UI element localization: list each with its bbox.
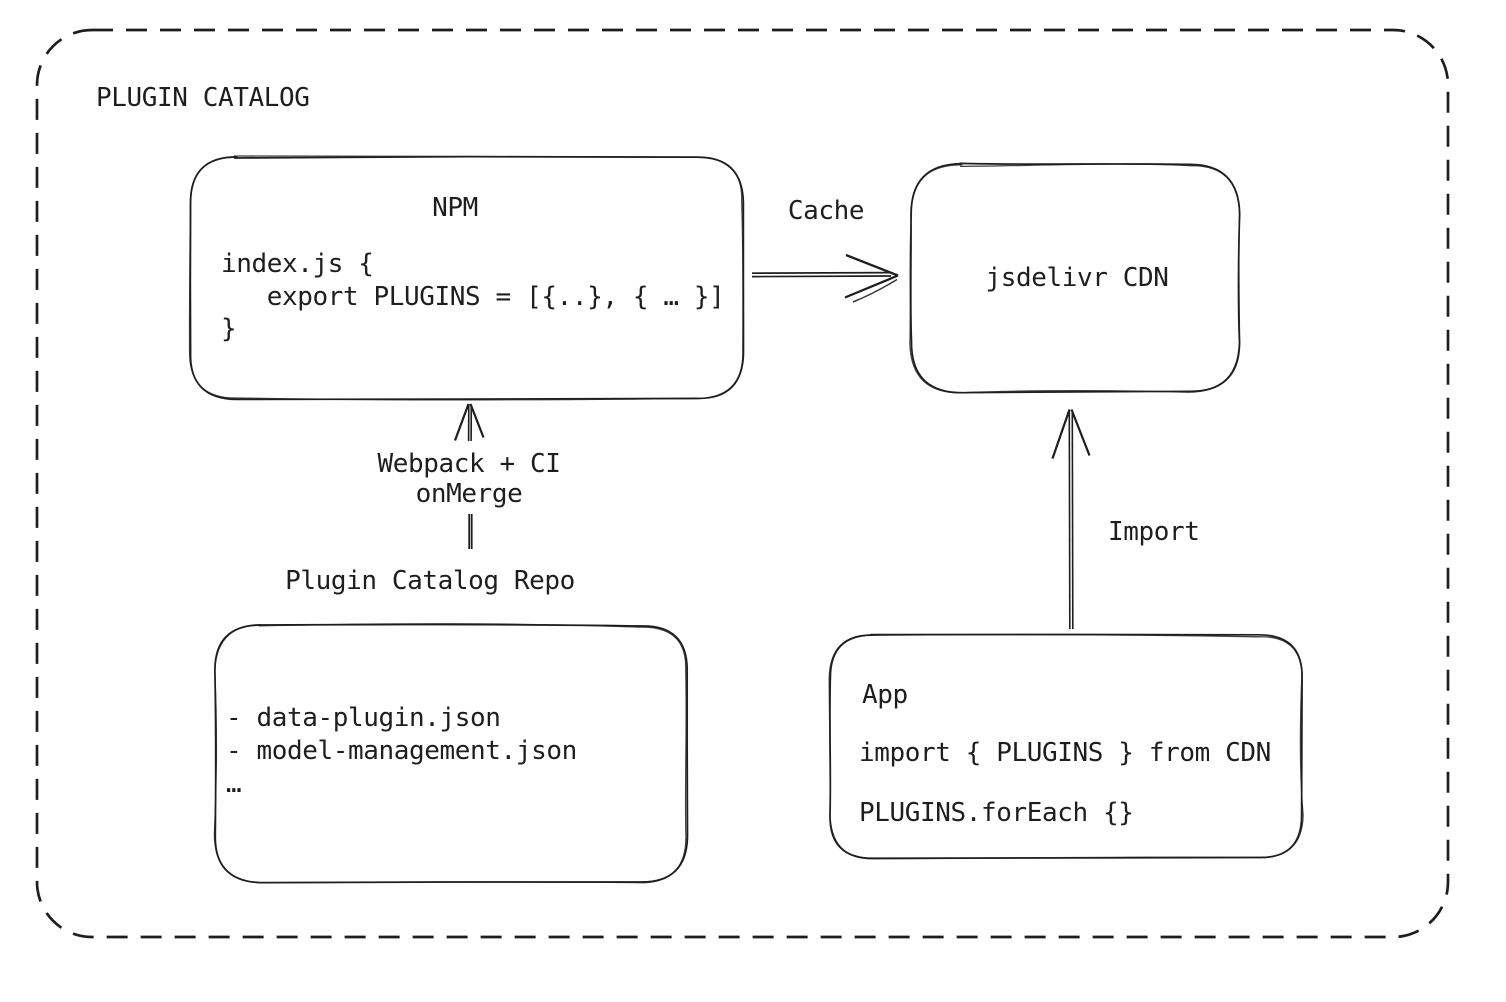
app-node-code-import: import { PLUGINS } from CDN [859, 738, 1271, 768]
app-box-shape [829, 634, 1303, 858]
import-edge-label: Import [1108, 517, 1200, 547]
cdn-node-label: jsdelivr CDN [985, 263, 1169, 293]
npm-box-shape [190, 156, 744, 400]
cache-arrow [752, 255, 898, 302]
repo-box-shape-outline [215, 624, 688, 882]
import-arrow-stem [1072, 411, 1073, 629]
app-node-code-foreach: PLUGINS.forEach {} [859, 798, 1134, 828]
cdn-box-shape [910, 163, 1240, 393]
webpack-arrowhead-icon [455, 404, 469, 441]
cache-arrow-line [752, 273, 891, 274]
webpack-arrowhead-icon [471, 404, 484, 438]
cache-arrowhead-icon [853, 280, 897, 303]
cache-arrowhead-icon [846, 255, 898, 276]
import-arrowhead-icon [1072, 410, 1090, 456]
repo-node-files: - data-plugin.json - model-management.js… [226, 703, 577, 799]
diagram-title: PLUGIN CATALOG [96, 83, 310, 113]
webpack-arrow [455, 404, 484, 549]
dashed-boundary-shape [35, 28, 1450, 939]
repo-box-shape-outline [214, 624, 686, 883]
repo-box-shape [214, 624, 687, 883]
import-arrow [1053, 410, 1090, 630]
repo-node-label: Plugin Catalog Repo [285, 566, 575, 596]
webpack-edge-label: Webpack + CI onMerge [377, 449, 561, 509]
cache-arrow-line [752, 276, 891, 277]
app-box-shape-outline [829, 635, 1303, 859]
app-node-title: App [862, 680, 908, 710]
npm-node-title: NPM [432, 193, 478, 223]
cdn-box-shape-outline [910, 164, 1240, 393]
cache-arrowhead-icon [845, 276, 898, 298]
cache-edge-label: Cache [787, 196, 865, 226]
npm-box-shape-outline [190, 156, 743, 400]
import-arrow-stem [1069, 411, 1070, 629]
import-arrowhead-icon [1053, 410, 1070, 459]
npm-node-code: index.js { export PLUGINS = [{..}, { … }… [221, 249, 725, 344]
